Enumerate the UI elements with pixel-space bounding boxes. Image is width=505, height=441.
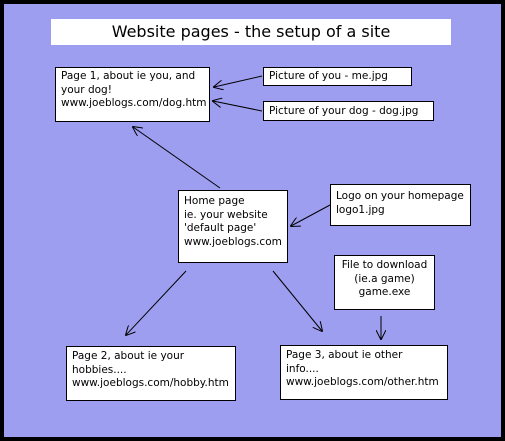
node-picture-you: Picture of you - me.jpg <box>263 67 412 86</box>
node-download: File to download (ie.a game) game.exe <box>334 255 435 310</box>
diagram-title: Website pages - the setup of a site <box>51 19 451 45</box>
node-picture-dog: Picture of your dog - dog.jpg <box>263 101 434 121</box>
node-page2: Page 2, about ie your hobbies.... www.jo… <box>66 346 236 401</box>
node-logo: Logo on your homepage logo1.jpg <box>330 184 471 226</box>
node-page1: Page 1, about ie you, and your dog! www.… <box>55 67 210 122</box>
node-home-page: Home page ie. your website 'default page… <box>178 190 288 263</box>
node-page3: Page 3, about ie other info.... www.joeb… <box>280 345 448 400</box>
